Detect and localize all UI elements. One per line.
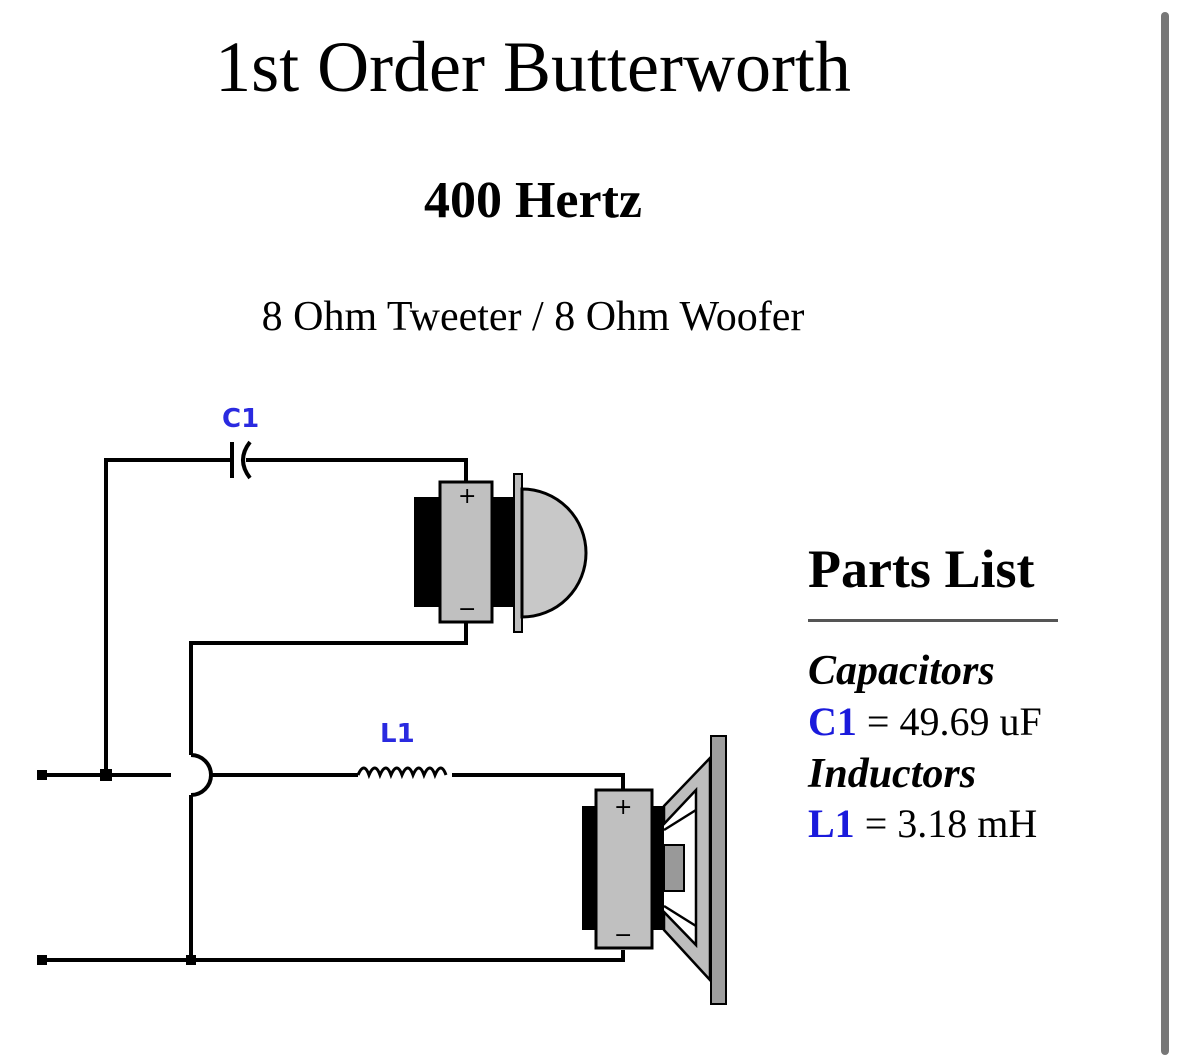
tweeter-minus: − [458, 597, 476, 622]
junction-node-ground [186, 955, 196, 965]
crossover-schematic: C1 L1 + − + − [37, 404, 727, 1005]
input-terminal-positive [37, 770, 47, 780]
wire-capacitor-to-tweeter [246, 458, 468, 490]
wire-input-negative [42, 950, 625, 962]
inductor-l1 [356, 766, 448, 780]
crossover-frequency: 400 Hertz [423, 172, 642, 229]
parts-list: Parts List Capacitors C1 = 49.69 uF Indu… [808, 539, 1058, 851]
page-title: 1st Order Butterworth [215, 27, 851, 107]
vertical-scrollbar[interactable] [1161, 12, 1169, 1055]
inductor-label: L1 [380, 719, 415, 749]
tweeter-icon [414, 473, 588, 633]
capacitor-c1 [230, 440, 252, 480]
parts-list-heading: Parts List [808, 539, 1058, 623]
part-ref: L1 [808, 801, 855, 847]
part-value: = 49.69 uF [856, 698, 1042, 744]
wire-inductor-to-woofer [452, 773, 625, 795]
wire-crossover-hop [190, 753, 213, 797]
woofer-minus: − [614, 923, 632, 948]
part-c1: C1 = 49.69 uF [808, 697, 1058, 747]
input-terminal-negative [37, 955, 47, 965]
part-ref: C1 [808, 698, 857, 744]
wire-tweeter-return [189, 612, 468, 755]
inductors-heading: Inductors [808, 750, 977, 797]
woofer-icon [582, 735, 727, 1005]
woofer-plus: + [614, 795, 632, 820]
capacitor-label: C1 [222, 404, 259, 434]
tweeter-plus: + [458, 484, 476, 509]
impedance-description: 8 Ohm Tweeter / 8 Ohm Woofer [261, 294, 805, 340]
part-value: = 3.18 mH [854, 801, 1038, 847]
part-l1: L1 = 3.18 mH [808, 799, 1058, 849]
wire-to-capacitor [104, 458, 230, 775]
capacitors-heading: Capacitors [808, 648, 995, 695]
junction-node [100, 769, 112, 781]
